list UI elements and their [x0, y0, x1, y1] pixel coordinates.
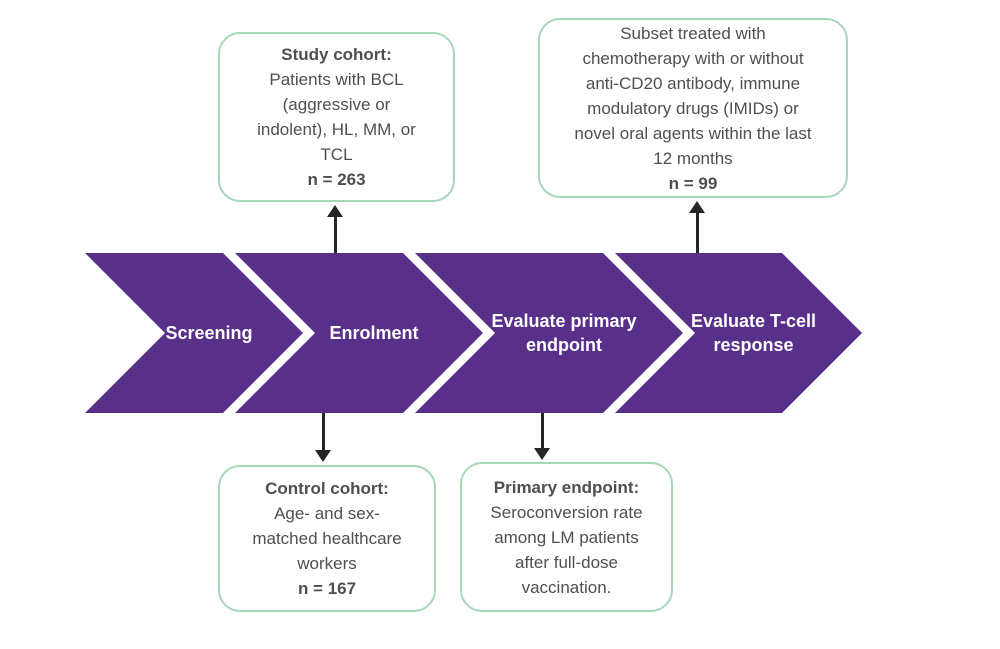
primary-endpoint-title: Primary endpoint: — [493, 477, 640, 497]
arrowhead-up-icon — [689, 201, 705, 213]
subset-treated-n-value: n = 99 — [668, 173, 718, 193]
stage-enrolment-label: Enrolment — [329, 322, 419, 343]
control-cohort-box: Control cohort: Age- and sex- matched he… — [218, 465, 436, 612]
arrow-shaft — [540, 413, 544, 448]
stage-evaluate-primary-endpoint-label: Evaluate primary endpoint — [491, 310, 637, 355]
arrow-shaft — [695, 213, 699, 253]
study-cohort-box: Study cohort: Patients with BCL (aggress… — [218, 32, 455, 202]
stage-screening-label: Screening — [165, 322, 253, 343]
subset-treated-body: Subset treated with chemotherapy with or… — [574, 23, 812, 168]
study-cohort-title: Study cohort: — [281, 45, 392, 64]
arrow-shaft — [321, 413, 325, 450]
arrow-up-to-subset-treated — [689, 201, 705, 253]
arrow-shaft — [333, 217, 337, 253]
arrow-down-to-primary-endpoint — [534, 413, 550, 460]
study-cohort-n-value: n = 263 — [307, 170, 366, 189]
subset-treated-box: Subset treated with chemotherapy with or… — [538, 18, 848, 198]
control-cohort-body: Age- and sex- matched healthcare workers — [252, 504, 402, 573]
stage-evaluate-t-cell-response-label: Evaluate T-cell response — [690, 310, 817, 355]
study-cohort-body: Patients with BCL (aggressive or indolen… — [257, 70, 416, 164]
arrowhead-down-icon — [534, 448, 550, 460]
arrowhead-up-icon — [327, 205, 343, 217]
control-cohort-n-value: n = 167 — [297, 579, 357, 598]
arrowhead-down-icon — [315, 450, 331, 462]
primary-endpoint-box: Primary endpoint: Seroconversion rate am… — [460, 462, 673, 612]
arrow-up-to-study-cohort — [327, 205, 343, 253]
primary-endpoint-body: Seroconversion rate among LM patients af… — [490, 502, 643, 597]
control-cohort-title: Control cohort: — [265, 479, 389, 498]
arrow-down-to-control-cohort — [315, 413, 331, 462]
